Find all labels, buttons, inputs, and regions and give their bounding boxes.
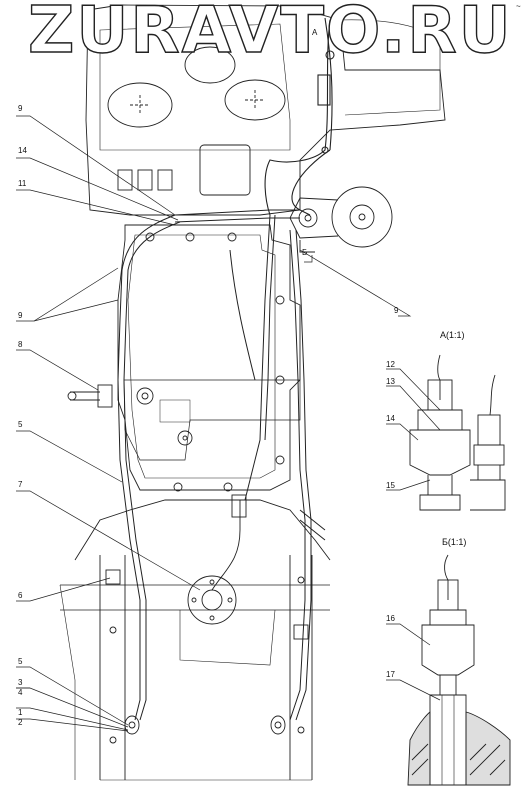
bottom-sensors: [124, 715, 286, 735]
section-b-title: Б(1:1): [442, 537, 467, 547]
callout-label: 14: [18, 146, 27, 155]
callout-label: 13: [386, 377, 395, 386]
cabin-outline: [85, 4, 446, 216]
callout-label: 14: [386, 414, 395, 423]
callout-label: 12: [386, 360, 395, 369]
sensor-flange: [187, 494, 247, 625]
section-a-title: А(1:1): [440, 330, 465, 340]
callout-label: 9: [18, 311, 23, 320]
callout-label: 1: [18, 708, 23, 717]
watermark-text: ZURAVTO.RU: [27, 0, 513, 69]
callout-label: 5: [18, 657, 23, 666]
callout-label: 7: [18, 480, 23, 489]
pulley: [289, 186, 393, 253]
oil-pan: [117, 224, 301, 492]
callout-label: 4: [18, 688, 23, 697]
callout-label: 3: [18, 678, 23, 687]
callout-label: 9: [18, 104, 23, 113]
upper-harness: [264, 17, 335, 216]
main-harness: [117, 209, 326, 721]
callout-label: 9: [394, 306, 399, 315]
corner-mark: ~: [516, 2, 521, 11]
detail-a: [409, 354, 506, 511]
callout-label: 2: [18, 718, 23, 727]
callout-label: 17: [386, 670, 395, 679]
callout-label: 6: [18, 591, 23, 600]
left-bracket: [67, 384, 113, 408]
callout-label: 15: [386, 481, 395, 490]
section-b-marker: Б: [302, 248, 308, 257]
frame-rails: [59, 499, 331, 781]
callout-label: 16: [386, 614, 395, 623]
leader-lines: [16, 115, 441, 732]
callout-label: 11: [18, 179, 27, 188]
detail-b: [407, 554, 511, 786]
section-a-marker: A: [312, 28, 318, 37]
callout-label: 8: [18, 340, 23, 349]
callout-label: 5: [18, 420, 23, 429]
